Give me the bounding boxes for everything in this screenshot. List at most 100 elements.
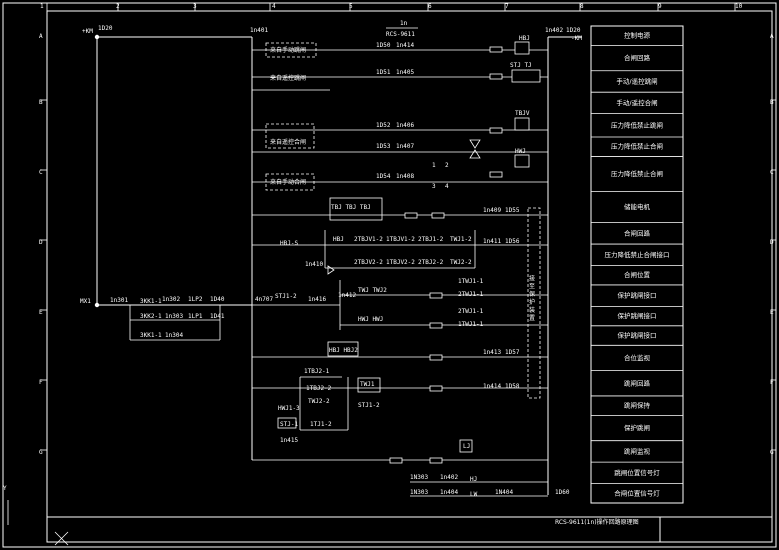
row-E: E	[39, 309, 43, 316]
d40: 1D40	[210, 296, 225, 303]
ucs-icon: Y	[3, 485, 69, 546]
n412: 1n412	[338, 292, 356, 299]
n410: 1n410	[305, 261, 323, 268]
row-F-r: F	[770, 379, 774, 386]
legend-row-label: 保护跳闸接口	[618, 331, 657, 340]
col-2: 2	[116, 3, 120, 10]
tbjv7: 2TBJ2-2	[418, 259, 444, 266]
tbjx: TBJ TBJ TBJ	[331, 204, 371, 211]
col-8: 8	[580, 3, 584, 10]
row-B-r: B	[770, 99, 774, 106]
d50: 1D50	[376, 42, 391, 49]
sw-4: 4	[445, 183, 449, 190]
twj: TWJ1-2	[450, 236, 472, 243]
twj5: 2TWJ1-1	[458, 291, 484, 298]
n406: 1n406	[396, 122, 414, 129]
tj: 1TJ1-2	[310, 421, 332, 428]
k20b-label: 1D20	[566, 27, 581, 34]
n414b: 1n414	[483, 383, 501, 390]
row-ruler-left	[40, 99, 776, 451]
row-F: F	[39, 379, 43, 386]
hbj: HBJ	[519, 35, 530, 42]
block-hbj3: HBJ HBJ2 1n413 1D57	[252, 341, 548, 361]
row-remote-trip: 来自遥控跳闸 1D51 1n405 STJ TJ	[252, 62, 548, 91]
legend-row-label: 压力降低禁止合闸	[611, 142, 663, 151]
n411: 1n411	[483, 238, 501, 245]
hwj: HWJ	[515, 148, 526, 155]
block-lj: LJ	[252, 439, 548, 464]
col-9: 9	[658, 3, 662, 10]
dashbox3-label: 来自遥控合闸	[270, 138, 306, 146]
col-7: 7	[505, 3, 509, 10]
n303b: 1N303	[410, 474, 428, 481]
block-twj: TWJ TWJ2 1TWJ1-1 1n412 2TWJ1-1 HWJ HWJ 2…	[338, 278, 548, 330]
tbjv2: 2TBJV1-2	[354, 236, 383, 243]
hj: 4n707	[255, 296, 273, 303]
hwj3: HWJ HWJ	[358, 316, 383, 323]
kk3: 3KK1-1	[140, 332, 162, 339]
sw-3: 3	[432, 183, 436, 190]
hbj-s: HBJ-S	[280, 240, 298, 247]
protection-interface-box: 接 至 保 护 装 置	[528, 207, 541, 399]
kk2: 3KK2-1	[140, 313, 162, 320]
sec-model: RCS-9611	[386, 31, 415, 38]
d41: 1D41	[210, 313, 225, 320]
drawing-title: RCS-9611(1n)操作回路原理图	[555, 518, 639, 526]
legend-row-label: 压力降低禁止合闸	[611, 169, 663, 178]
row-B: B	[39, 99, 43, 106]
twj4: 1TWJ1-1	[458, 278, 484, 285]
n416: 1n416	[308, 296, 326, 303]
d60: 1D60	[555, 489, 570, 496]
tbj9: 1TBJ2-2	[306, 385, 332, 392]
block-hbj: HBJ 2TBJV1-2 1TBJV1-2 2TBJ1-2 TWJ1-2 1n4…	[252, 230, 548, 275]
d56: 1D56	[505, 238, 520, 245]
n302: 1n302	[162, 296, 180, 303]
legend-row-label: 保护跳闸接口	[618, 291, 657, 300]
legend-row-label: 合闸位置	[624, 270, 651, 279]
row-C: C	[39, 169, 43, 176]
tbj8: 1TBJ2-1	[304, 368, 330, 375]
k3: 3KK1-1	[140, 298, 162, 305]
row-manual-close: 来自手动合闸 1D54 1n408 1 2 3 4	[252, 162, 548, 191]
legend-row-label: 跳闸位置信号灯	[614, 468, 660, 477]
legend-row-label: 合闸位置信号灯	[614, 488, 660, 497]
block-mx1: MX1 1n301 3KK1-1 1n302 1LP2 1D40 3KK2-1 …	[80, 293, 340, 341]
hj2: HWJ1-3	[278, 405, 300, 412]
col-5: 5	[349, 3, 353, 10]
d58: 1D58	[505, 383, 520, 390]
col-6: 6	[428, 3, 432, 10]
lj: LJ	[463, 443, 470, 450]
tbjv4: 2TBJ1-2	[418, 236, 444, 243]
row-close-2: 1D53 1n407 HWJ	[252, 143, 548, 178]
n415: 1n415	[280, 437, 298, 444]
n402b: 1n402	[440, 474, 458, 481]
dashbox1-label: 来自手动跳闸	[270, 46, 306, 54]
sec-1n: 1n	[400, 20, 408, 27]
col-3: 3	[193, 3, 197, 10]
d54: 1D54	[376, 173, 391, 180]
n404: 1n404	[440, 489, 458, 496]
legend-row-label: 合位监视	[624, 353, 651, 362]
legend-row-label: 合闸回路	[624, 53, 651, 62]
d55: 1D55	[505, 207, 520, 214]
n402-label: 1n402	[545, 27, 563, 34]
legend-row-label: 压力降低禁止跳闸	[611, 120, 663, 129]
legend-row-label: 储能电机	[624, 202, 651, 211]
row-E-r: E	[770, 309, 774, 316]
d57: 1D57	[505, 349, 520, 356]
legend-row-label: 压力降低禁止合闸接口	[605, 250, 670, 259]
n414: 1n414	[396, 42, 414, 49]
d52: 1D52	[376, 122, 391, 129]
twj8: TWJ1	[360, 381, 375, 388]
dashbox4-label: 来自手动合闸	[270, 178, 306, 186]
tbjv6: 1TBJV2-2	[386, 259, 415, 266]
n413: 1n413	[483, 349, 501, 356]
row-A-r: A	[770, 33, 774, 40]
sw-1: 1	[432, 162, 436, 169]
legend-row-label: 跳闸监视	[624, 446, 651, 455]
twj2: TWJ2-2	[450, 259, 472, 266]
hbj2: HBJ	[333, 236, 344, 243]
col-1: 1	[40, 3, 44, 10]
